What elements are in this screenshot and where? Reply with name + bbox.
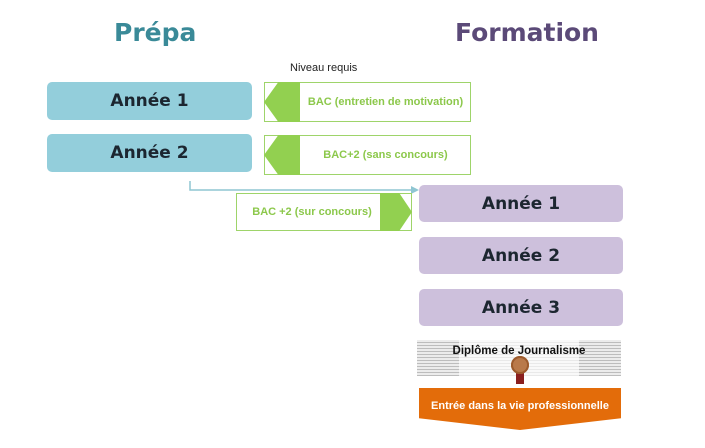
requirement-text: BAC+2 (sans concours) (323, 149, 448, 161)
prepa-title: Prépa (114, 18, 197, 47)
prepa-annee-1-requirement: BAC (entretien de motivation) (264, 82, 471, 122)
formation-requirement: BAC +2 (sur concours) (236, 193, 412, 231)
prepa-annee-1-box: Année 1 (47, 82, 252, 120)
arrowhead-icon (411, 186, 419, 194)
formation-title: Formation (455, 18, 599, 47)
requirement-text: BAC (entretien de motivation) (307, 96, 464, 108)
niveau-requis-label: Niveau requis (290, 62, 358, 74)
prepa-annee-2-requirement: BAC+2 (sans concours) (264, 135, 471, 175)
diploma-title: Diplôme de Journalisme (452, 345, 586, 357)
formation-annee-1-box: Année 1 (419, 185, 623, 222)
formation-annee-2-box: Année 2 (419, 237, 623, 274)
seal-icon (511, 356, 529, 374)
requirement-text: BAC +2 (sur concours) (252, 206, 372, 218)
arrow-right-icon (380, 193, 412, 231)
ribbon-icon (516, 370, 524, 384)
prepa-annee-2-box: Année 2 (47, 134, 252, 172)
formation-annee-3-box: Année 3 (419, 289, 623, 326)
diploma-image: Diplôme de Journalisme (417, 340, 621, 384)
